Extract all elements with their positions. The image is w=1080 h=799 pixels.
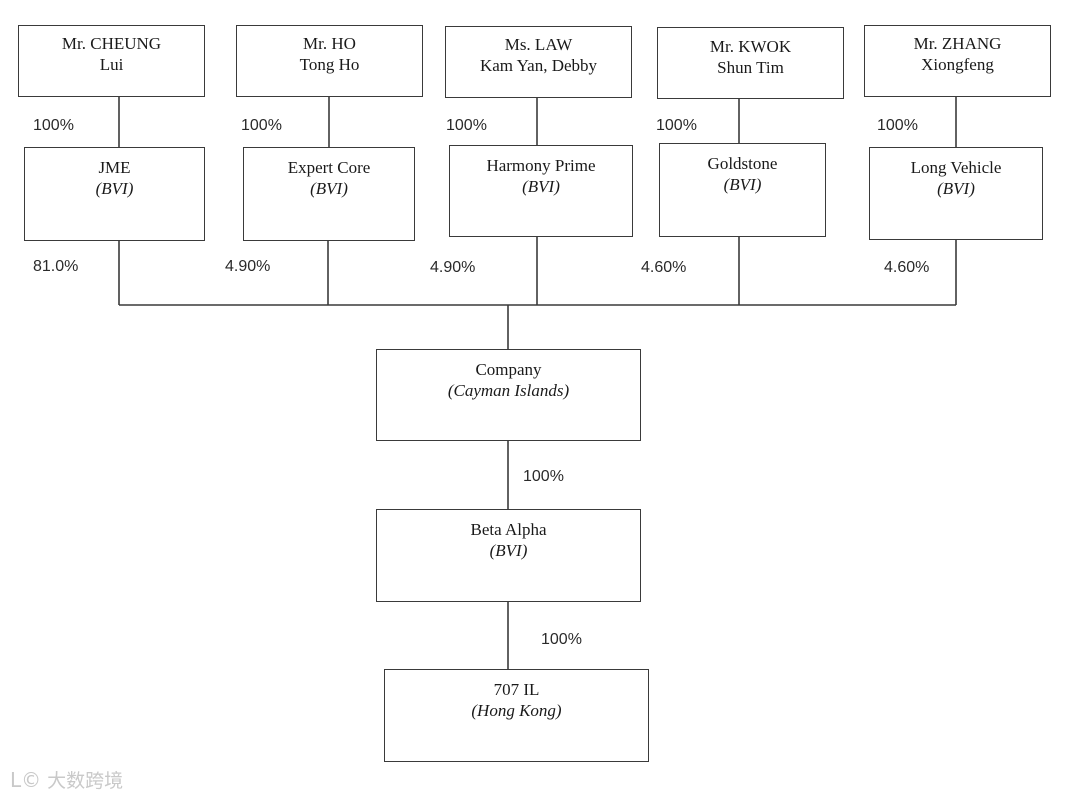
ownership-pct-company-betaalpha: 100% bbox=[523, 468, 564, 485]
shareholder-given-name: Kam Yan, Debby bbox=[479, 56, 598, 75]
holdco-jurisdiction: (BVI) bbox=[937, 179, 975, 198]
il707-name: 707 IL bbox=[493, 680, 540, 699]
watermark: L© 大数跨境 bbox=[10, 766, 123, 793]
holdco-box-harmony: Harmony Prime (BVI) bbox=[449, 145, 633, 237]
shareholder-box-ho: Mr. HO Tong Ho bbox=[236, 25, 423, 97]
il707-box: 707 IL (Hong Kong) bbox=[384, 669, 649, 762]
shareholder-name: Mr. HO bbox=[303, 34, 356, 53]
betaalpha-box: Beta Alpha (BVI) bbox=[376, 509, 641, 602]
holdco-name: Expert Core bbox=[287, 158, 371, 177]
holdco-box-expertcore: Expert Core (BVI) bbox=[243, 147, 415, 241]
watermark-text: 大数跨境 bbox=[47, 770, 124, 792]
ownership-pct-cheung-jme: 100% bbox=[33, 117, 74, 134]
ownership-pct-goldstone-company: 4.60% bbox=[641, 259, 687, 276]
holdco-jurisdiction: (BVI) bbox=[310, 179, 348, 198]
ownership-pct-expertcore-company: 4.90% bbox=[225, 258, 271, 275]
holdco-box-longvehicle: Long Vehicle (BVI) bbox=[869, 147, 1043, 240]
shareholder-given-name: Shun Tim bbox=[717, 58, 784, 77]
ownership-pct-kwok-goldstone: 100% bbox=[656, 117, 697, 134]
ownership-pct-longvehicle-company: 4.60% bbox=[884, 259, 930, 276]
shareholder-name: Ms. LAW bbox=[504, 35, 573, 54]
betaalpha-jurisdiction: (BVI) bbox=[489, 541, 528, 560]
ownership-pct-ho-expertcore: 100% bbox=[241, 117, 282, 134]
shareholder-name: Mr. CHEUNG bbox=[61, 34, 162, 53]
shareholder-box-law: Ms. LAW Kam Yan, Debby bbox=[445, 26, 632, 98]
shareholder-box-kwok: Mr. KWOK Shun Tim bbox=[657, 27, 844, 99]
company-jurisdiction: (Cayman Islands) bbox=[447, 381, 570, 400]
ownership-pct-zhang-longvehicle: 100% bbox=[877, 117, 918, 134]
ownership-pct-betaalpha-707il: 100% bbox=[541, 631, 582, 648]
watermark-logo: L© bbox=[10, 767, 42, 792]
shareholder-name: Mr. ZHANG bbox=[913, 34, 1002, 53]
il707-jurisdiction: (Hong Kong) bbox=[471, 701, 562, 720]
shareholder-box-zhang: Mr. ZHANG Xiongfeng bbox=[864, 25, 1051, 97]
holdco-jurisdiction: (BVI) bbox=[95, 179, 134, 198]
holdco-box-goldstone: Goldstone (BVI) bbox=[659, 143, 826, 237]
ownership-pct-jme-company: 81.0% bbox=[33, 258, 79, 275]
holdco-name: Goldstone bbox=[707, 154, 778, 173]
holdco-jurisdiction: (BVI) bbox=[723, 175, 762, 194]
shareholder-given-name: Lui bbox=[99, 55, 124, 74]
company-box: Company (Cayman Islands) bbox=[376, 349, 641, 441]
shareholder-name: Mr. KWOK bbox=[709, 37, 792, 56]
holdco-jurisdiction: (BVI) bbox=[522, 177, 560, 196]
holdco-name: Harmony Prime bbox=[486, 156, 596, 175]
holdco-box-jme: JME (BVI) bbox=[24, 147, 205, 241]
holdco-name: JME bbox=[98, 158, 131, 177]
shareholder-given-name: Tong Ho bbox=[299, 55, 360, 74]
betaalpha-name: Beta Alpha bbox=[470, 520, 547, 539]
shareholder-given-name: Xiongfeng bbox=[921, 55, 994, 74]
ownership-pct-harmony-company: 4.90% bbox=[430, 259, 476, 276]
company-name: Company bbox=[475, 360, 542, 379]
ownership-pct-law-harmony: 100% bbox=[446, 117, 487, 134]
holdco-name: Long Vehicle bbox=[910, 158, 1002, 177]
shareholder-box-cheung: Mr. CHEUNG Lui bbox=[18, 25, 205, 97]
